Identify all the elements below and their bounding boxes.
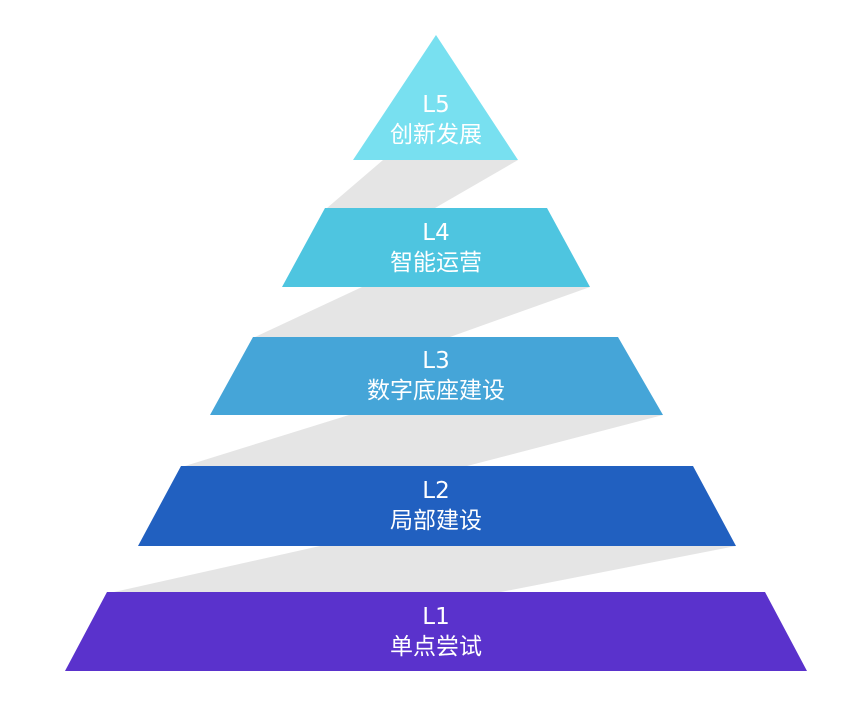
level-2-label: L2 局部建设 — [286, 476, 586, 536]
level-code: L5 — [422, 92, 450, 118]
level-4-label: L4 智能运营 — [286, 218, 586, 278]
level-code: L4 — [422, 220, 450, 246]
level-3-label: L3 数字底座建设 — [286, 346, 586, 406]
level-5-label: L5 创新发展 — [286, 90, 586, 150]
level-name: 单点尝试 — [390, 634, 482, 660]
level-1-shape — [65, 592, 807, 671]
connector-l3-l2 — [185, 415, 663, 466]
level-code: L3 — [422, 348, 450, 374]
level-3-shape — [210, 337, 663, 415]
level-code: L1 — [422, 604, 450, 630]
connector-l5-l4 — [327, 160, 518, 208]
level-4-shape — [282, 208, 590, 287]
connector-l2-l1 — [114, 546, 736, 592]
level-name: 数字底座建设 — [367, 378, 505, 404]
level-5-shape — [353, 35, 518, 160]
level-2-shape — [138, 466, 736, 546]
level-name: 创新发展 — [390, 122, 482, 148]
level-1-label: L1 单点尝试 — [286, 602, 586, 662]
level-code: L2 — [422, 478, 450, 504]
connector-l4-l3 — [255, 287, 590, 337]
level-name: 智能运营 — [390, 250, 482, 276]
level-name: 局部建设 — [390, 508, 482, 534]
